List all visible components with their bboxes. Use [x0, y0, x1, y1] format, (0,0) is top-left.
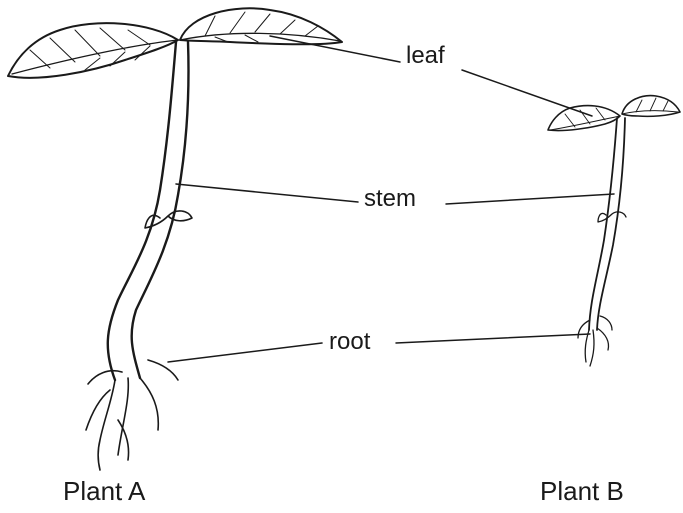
plant-b-roots — [578, 316, 612, 366]
plant-a-left-leaf — [8, 23, 178, 78]
plant-b-stem-left-edge — [589, 118, 617, 330]
plant-a-right-leaf — [180, 8, 342, 44]
leaf-pointer-b — [462, 70, 592, 116]
stem-pointer-b — [446, 194, 614, 204]
plant-b-bud — [598, 212, 626, 222]
plant-a-stem-left-edge — [108, 42, 176, 380]
plant-b-caption: Plant B — [540, 478, 624, 504]
root-pointer-b — [396, 334, 590, 343]
plant-a-roots — [86, 360, 178, 470]
plant-b-left-leaf — [548, 106, 620, 131]
plant-a-caption: Plant A — [63, 478, 145, 504]
stem-label: stem — [362, 187, 418, 211]
leaf-label: leaf — [404, 44, 447, 68]
stem-pointer-a — [176, 184, 358, 202]
root-pointer-a — [168, 343, 322, 362]
plant-a-drawing — [8, 8, 342, 470]
plant-b-stem-right-edge — [597, 118, 625, 330]
plant-a-bud — [145, 211, 192, 228]
plant-a-stem-right-edge — [132, 42, 189, 378]
plant-b-drawing — [548, 96, 680, 366]
root-label: root — [327, 330, 372, 354]
plant-b-right-leaf — [622, 96, 680, 117]
